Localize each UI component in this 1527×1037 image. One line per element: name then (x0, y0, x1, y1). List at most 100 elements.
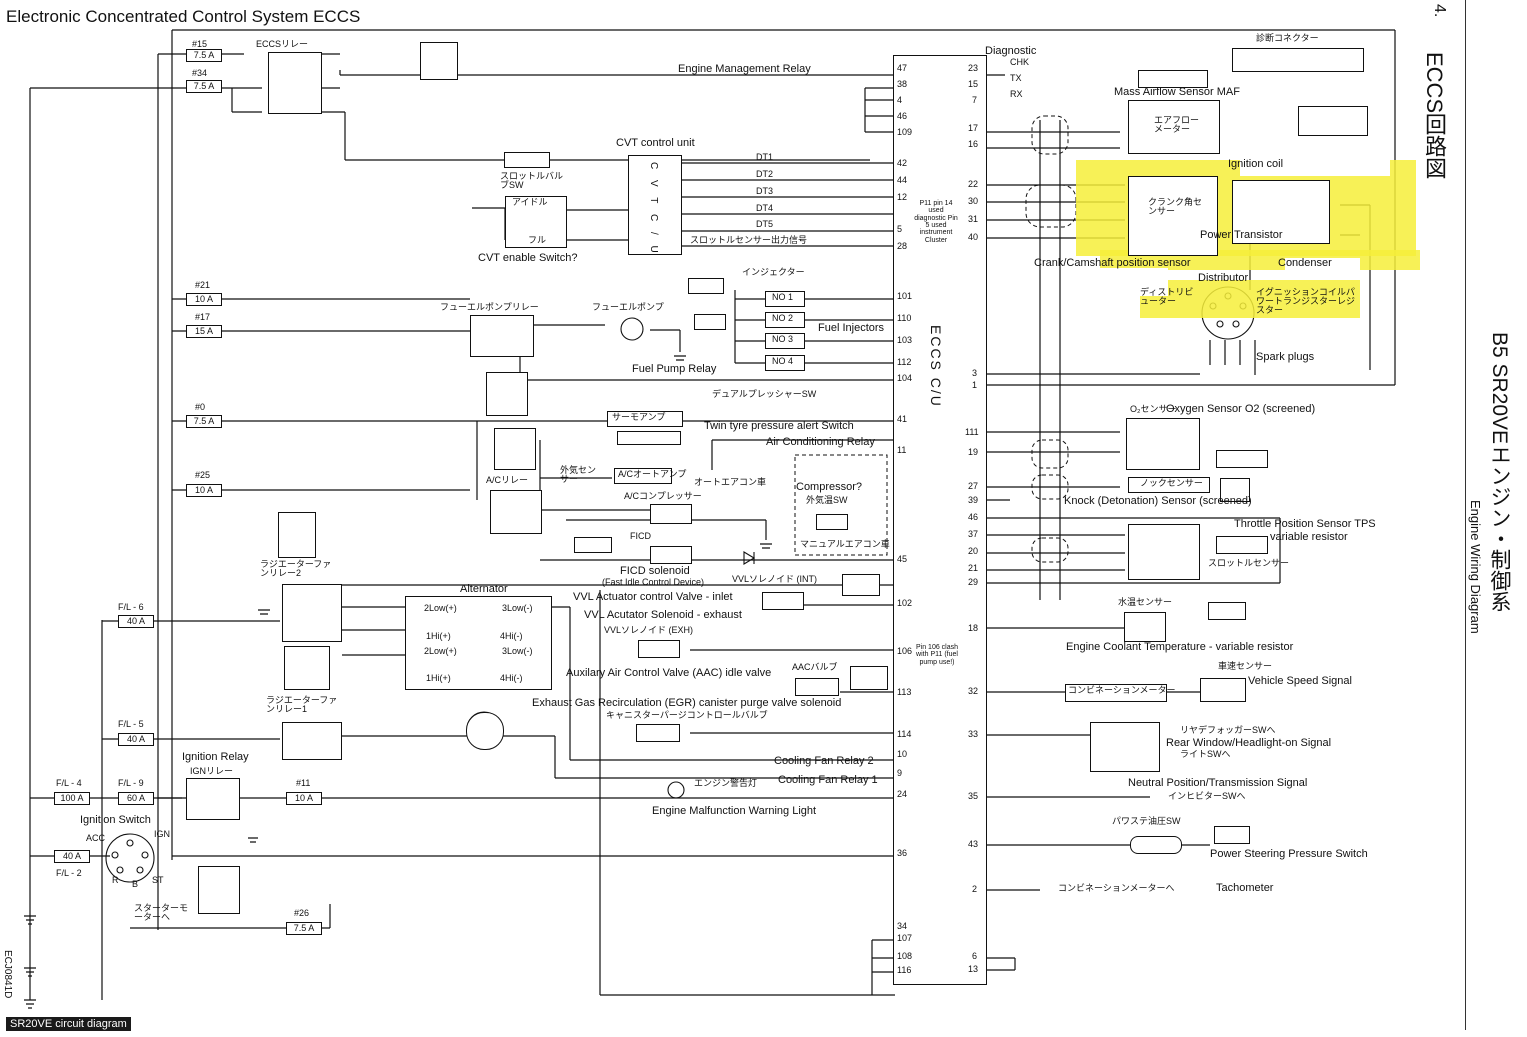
ecu-pin: 102 (897, 598, 913, 608)
neutral-position-label: Neutral Position/Transmission Signal (1128, 777, 1308, 789)
fuel-injectors-label: Fuel Injectors (818, 322, 885, 334)
ecu-pin: 40 (968, 232, 979, 242)
power-transistor-label: Power Transistor (1200, 229, 1283, 241)
ficd-solenoid-label: FICD solenoid (620, 565, 690, 577)
engine-warning-jp: エンジン警告灯 (694, 778, 758, 788)
ecu-pin: 1 (972, 380, 978, 390)
auto-aircon-jp: オートエアコン車 (694, 477, 767, 487)
knock-connector (1220, 478, 1250, 502)
ecu-pin: 7 (972, 95, 978, 105)
ps-oil-sw-jp: パワステ油圧SW (1112, 816, 1181, 826)
compressor-label: Compressor? (796, 481, 863, 493)
fuel-pump-connector (688, 278, 724, 294)
o2-sensor-jp: O₂センサー (1130, 404, 1177, 414)
vvl-inlet-label: VVL Actuator control Valve - inlet (573, 591, 733, 603)
connector-maf-right (1298, 106, 1368, 136)
ac-auto-amp (614, 468, 672, 484)
diagnostic-label: Diagnostic (985, 45, 1037, 57)
connector-top-center (420, 42, 458, 80)
fuse-fl5: 40 A (118, 733, 154, 746)
maf-connector-top (1138, 70, 1208, 88)
ecu-pin: 111 (965, 427, 979, 437)
maf-jp: エアフローメーター (1154, 115, 1200, 134)
document-code: ECJ0841D (2, 950, 13, 999)
fuse-21: 10 A (186, 293, 222, 306)
connector-starter (198, 866, 240, 914)
combination-meter-to-jp: コンビネーションメーターへ (1058, 883, 1175, 893)
ecu-pin: 101 (897, 291, 913, 301)
maf-sensor (1128, 100, 1220, 154)
highlight-distributor (1140, 280, 1360, 318)
injector-3 (765, 333, 805, 349)
throttle-output-signal-label: スロットルセンサー出力信号 (690, 235, 808, 245)
ecu-pin: 43 (968, 839, 979, 849)
rear-defogger-jp: リヤデフォッガーSWへ (1180, 725, 1276, 735)
manual-aircon-jp: マニュアルエアコン車 (800, 539, 890, 549)
ecu-pin: 19 (968, 447, 979, 457)
ecu-pin: 103 (897, 335, 913, 345)
coolant-sensor (1124, 612, 1166, 642)
coolant-label: Engine Coolant Temperature - variable re… (1066, 641, 1294, 653)
ac-compressor-jp: A/Cコンプレッサー (624, 491, 702, 501)
crank-sensor (1128, 176, 1218, 256)
ecu-pin: 34 (897, 921, 908, 931)
knock-sensor-jp: ノックセンサー (1140, 478, 1203, 488)
o2-sensor (1126, 418, 1200, 470)
ecu-pin: 2 (972, 884, 978, 894)
ecu-label: ECCS C/U (928, 325, 944, 408)
ecu-pin: 6 (972, 951, 978, 961)
ecu-pin: 31 (968, 214, 979, 224)
fuse-id: #15 (192, 39, 208, 49)
ecu-pin: 5 (897, 224, 903, 234)
ecu-pin: 110 (897, 313, 912, 323)
ecu-pin: 28 (897, 241, 908, 251)
injector-4-label: NO 4 (772, 356, 794, 366)
fuse-id: #25 (195, 470, 211, 480)
outside-temp-connector (816, 514, 848, 530)
st-label: ST (152, 875, 164, 885)
ac-auto-amp-jp: A/Cオートアンプ (618, 469, 687, 479)
vvl-exhaust-label: VVL Acutator Solenoid - exhaust (584, 609, 742, 621)
injector-3-label: NO 3 (772, 334, 794, 344)
light-sw-jp: ライトSWへ (1180, 749, 1231, 759)
outside-temp-sw-jp: 外気温SW (806, 495, 848, 505)
speed-sensor (1200, 678, 1246, 702)
injector-label-jp: インジェクター (742, 267, 805, 277)
connector-warn-relay (466, 712, 504, 750)
outside-sensor-jp: 外気センサー (560, 465, 597, 484)
engine-wiring-subtitle: Engine Wiring Diagram (1468, 500, 1483, 634)
fuse-id: F/L - 4 (56, 778, 82, 788)
fuel-pump-jp: フューエルポンプ (592, 302, 664, 312)
ecu-pin: 3 (972, 368, 978, 378)
tps-sensor (1128, 524, 1200, 580)
knock-sensor (1128, 477, 1210, 493)
ficd-coil (650, 546, 692, 564)
blank-patch (1240, 148, 1390, 176)
ign-label: IGN (154, 829, 171, 839)
rear-window-label: Rear Window/Headlight-on Signal (1166, 737, 1332, 749)
ecu-pin: 109 (897, 127, 913, 137)
cvt-letters: C V T C / U (648, 162, 659, 257)
ecu-pin: 30 (968, 196, 979, 206)
eccs-relay-label: ECCSリレー (256, 39, 309, 49)
fuse-fl4: 100 A (54, 792, 90, 805)
ecu-pin: 46 (968, 512, 979, 522)
alternator-label: Alternator (460, 583, 508, 595)
ecu-pin: 10 (897, 749, 908, 759)
ecu-pin: 35 (968, 791, 979, 801)
ecu-pin: 108 (897, 951, 913, 961)
ecu-pin: 42 (897, 158, 908, 168)
acc-label: ACC (86, 833, 106, 843)
ps-connector (1214, 826, 1250, 844)
coolant-sensor-jp: 水温センサー (1118, 597, 1173, 607)
radiator-fan-relay-2-jp: ラジエーターファンリレー2 (260, 559, 332, 578)
starter-motor-jp: スターターモーターへ (134, 903, 189, 922)
aac-valve-jp: AACバルブ (792, 662, 838, 672)
injector-2 (765, 312, 805, 328)
o2-sensor-label: Oxygen Sensor O2 (screened) (1166, 403, 1316, 415)
cooling-fan-relay-1-label: Cooling Fan Relay 1 (778, 774, 878, 786)
radiator-fan-relay-1-jp: ラジエーターファンリレー1 (266, 695, 338, 714)
egr-coil (636, 724, 680, 742)
coolant-connector (1208, 602, 1246, 620)
ignition-switch-label: Ignition Switch (80, 814, 151, 826)
